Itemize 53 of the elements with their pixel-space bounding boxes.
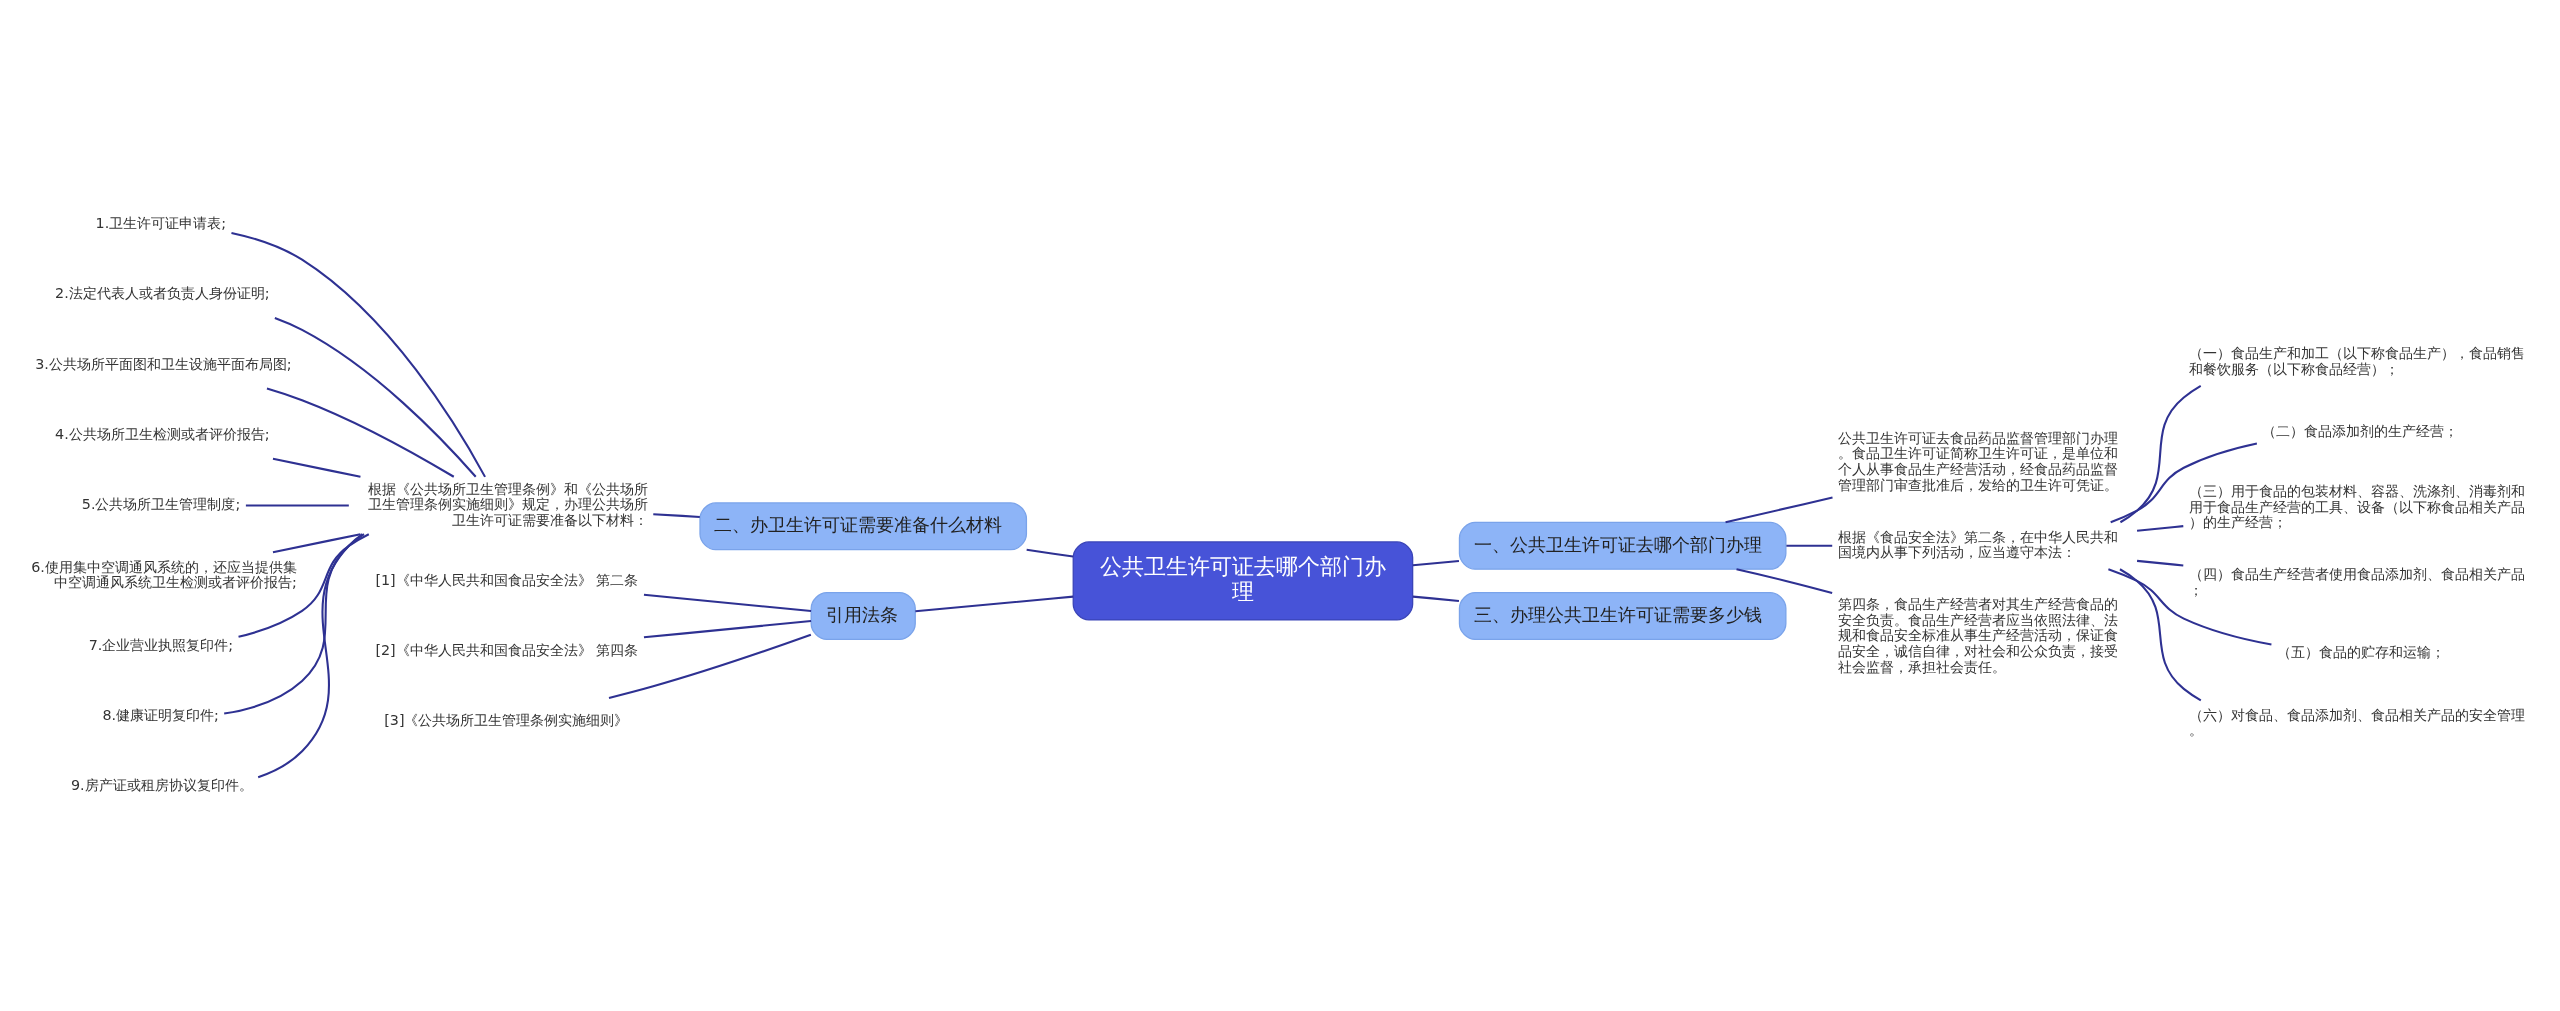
node-text: [1]《中华人民共和国食品安全法》 第二条	[375, 571, 639, 588]
node-box: 一、公共卫生许可证去哪个部门办理	[1458, 521, 1787, 570]
connector	[266, 387, 455, 478]
connector	[224, 533, 365, 715]
node-text: 3.公共场所平面图和卫生设施平面布局图;	[35, 355, 292, 372]
node-text: 7.企业营业执照复印件;	[88, 636, 234, 653]
connector	[643, 593, 812, 613]
connector	[1786, 544, 1833, 547]
connector	[643, 619, 812, 639]
connector	[915, 595, 1074, 613]
connector	[1412, 559, 1460, 567]
node-box: 二、办卫生许可证需要准备什么材料	[699, 502, 1028, 551]
node-text: （一）食品生产和加工（以下称食品生产），食品销售和餐饮服务（以下称食品经营）；	[2188, 345, 2525, 377]
connector	[231, 231, 486, 478]
node-text: （五）食品的贮存和运输；	[2276, 644, 2445, 661]
connector	[608, 633, 812, 699]
node-text: （二）食品添加剂的生产经营；	[2262, 423, 2459, 440]
connector	[238, 533, 370, 638]
node-text: 根据《公共场所卫生管理条例》和《公共场所卫生管理条例实施细则》规定，办理公共场所卫生许可证需要准备以下材料：	[368, 480, 648, 528]
node-box: 公共卫生许可证去哪个部门办理	[1072, 541, 1414, 621]
connector	[653, 513, 700, 518]
connector	[272, 533, 361, 554]
node-text: （六）对食品、食品添加剂、食品相关产品的安全管理。	[2188, 706, 2525, 739]
node-text: 2.法定代表人或者负责人身份证明;	[55, 285, 270, 302]
connector	[1412, 595, 1460, 602]
node-text: 1.卫生许可证申请表;	[95, 215, 227, 232]
node-box: 引用法条	[810, 592, 916, 641]
node-text: 4.公共场所卫生检测或者评价报告;	[55, 425, 270, 442]
connector	[2119, 385, 2202, 524]
node-text: 第四条，食品生产经营者对其生产经营食品的安全负责。食品生产经营者应当依照法律、法规和食品安全标准从事生产经营活动，保证食品安全，诚信自律，对社会和公众负责，接受社会监督，承担社会责任。	[1837, 596, 2118, 675]
connector	[2136, 559, 2184, 567]
node-box: 三、办理公共卫生许可证需要多少钱	[1458, 592, 1787, 641]
connector	[2119, 568, 2202, 702]
node-text: 公共卫生许可证去食品药品监督管理部门办理。食品卫生许可证简称卫生许可证，是单位和个人从事食品生产经营活动，经食品药品监督管理部门审查批准后，发给的卫生许可凭证。	[1837, 429, 2118, 493]
connector	[257, 533, 364, 779]
connector	[1026, 548, 1074, 558]
connector	[272, 457, 361, 478]
node-text: 根据《食品安全法》第二条，在中华人民共和国境内从事下列活动，应当遵守本法：	[1837, 528, 2118, 561]
connector	[274, 317, 477, 478]
node-text: 8.健康证明复印件;	[102, 706, 219, 723]
connector	[245, 504, 349, 507]
connector	[2110, 442, 2258, 524]
node-text: （四）食品生产经营者使用食品添加剂、食品相关产品；	[2188, 566, 2525, 598]
node-text: 9.房产证或租房协议复印件。	[71, 777, 253, 794]
connector	[1725, 496, 1833, 524]
node-text: 5.公共场所卫生管理制度;	[81, 496, 241, 513]
connector	[2136, 525, 2184, 532]
node-text: （三）用于食品的包装材料、容器、洗涤剂、消毒剂和用于食品生产经营的工具、设备（以下称食品相关产品）的生产经营；	[2188, 483, 2525, 531]
connector	[2108, 568, 2272, 646]
connector	[1736, 568, 1833, 594]
node-text: 6.使用集中空调通风系统的，还应当提供集中空调通风系统卫生检测或者评价报告;	[31, 558, 297, 591]
node-text: [2]《中华人民共和国食品安全法》 第四条	[375, 641, 639, 658]
node-text: [3]《公共场所卫生管理条例实施细则》	[384, 712, 629, 729]
